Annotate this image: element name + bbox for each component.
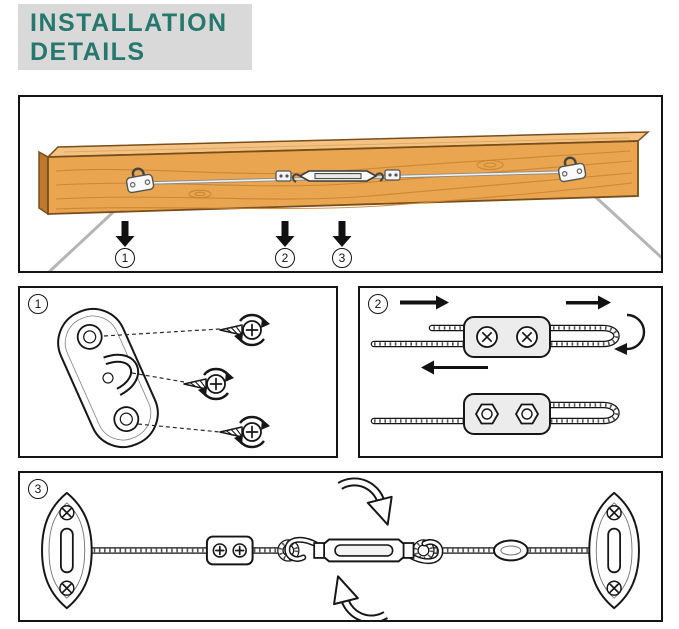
step3-badge: 3 xyxy=(28,479,48,499)
rope-threading-bottom xyxy=(370,401,620,425)
callout-number-1-text: 1 xyxy=(121,251,129,265)
callout-number-2: 2 xyxy=(275,248,295,268)
step2-panel: 2 xyxy=(358,286,663,458)
diamond-plate-right xyxy=(588,491,640,610)
hook-right xyxy=(406,539,444,565)
hex-nut xyxy=(474,403,500,425)
step3-badge-text: 3 xyxy=(34,482,42,496)
step1-panel: 1 xyxy=(18,286,338,458)
arrow-left-icon xyxy=(421,360,488,375)
rotate-arrow-bottom-icon xyxy=(333,575,388,620)
rope-clamp-top xyxy=(463,316,551,358)
callout-number-2-text: 2 xyxy=(281,251,289,265)
wire-clamp-left xyxy=(275,170,292,182)
step2-figure xyxy=(370,295,646,435)
step2-badge-text: 2 xyxy=(374,297,382,311)
rope-clamp-bottom xyxy=(463,393,551,435)
overview-panel: 1 2 3 xyxy=(18,95,663,273)
arrow-right-icon xyxy=(566,295,611,310)
step2-badge: 2 xyxy=(368,294,388,314)
overview-figure xyxy=(38,131,661,271)
callout-arrows xyxy=(115,221,352,247)
rotate-arrow-top-icon xyxy=(337,477,393,526)
step1-figure xyxy=(57,307,270,449)
hex-nut xyxy=(514,403,540,425)
down-arrow-icon xyxy=(115,221,135,247)
page-title-line1: INSTALLATION xyxy=(30,9,228,37)
step3-panel: 3 xyxy=(18,471,663,622)
d-ring xyxy=(103,353,140,396)
step1-badge-text: 1 xyxy=(34,297,42,311)
pad-eye-left xyxy=(125,167,155,194)
diamond-plate-left xyxy=(41,491,93,610)
cable-ferrule xyxy=(492,539,529,562)
hook-left xyxy=(284,536,322,562)
down-arrow-icon xyxy=(332,221,352,247)
pad-eye-right xyxy=(557,156,587,183)
screw xyxy=(219,313,270,347)
rope-clamp xyxy=(205,535,254,566)
rotation-arrows-icon xyxy=(198,367,234,401)
callout-number-3-text: 3 xyxy=(338,251,346,265)
callout-number-3: 3 xyxy=(332,248,352,268)
page-title: INSTALLATION DETAILS xyxy=(18,4,252,70)
turnbuckle xyxy=(313,538,415,563)
page-title-line2: DETAILS xyxy=(30,38,146,66)
rotation-arrows-icon xyxy=(234,415,270,449)
curved-arrow-icon xyxy=(614,313,646,355)
step3-figure xyxy=(41,477,640,620)
rope-threading-top xyxy=(370,324,620,348)
callout-number-1: 1 xyxy=(115,248,135,268)
turnbuckle-assembly xyxy=(275,169,401,183)
wire-clamp-right xyxy=(384,169,401,181)
screw xyxy=(183,367,234,401)
down-arrow-icon xyxy=(275,221,295,247)
pad-eye-plate xyxy=(57,307,159,449)
arrow-right-icon xyxy=(400,295,449,310)
rotation-arrows-icon xyxy=(234,313,270,347)
step1-badge: 1 xyxy=(28,294,48,314)
screw xyxy=(219,415,270,449)
